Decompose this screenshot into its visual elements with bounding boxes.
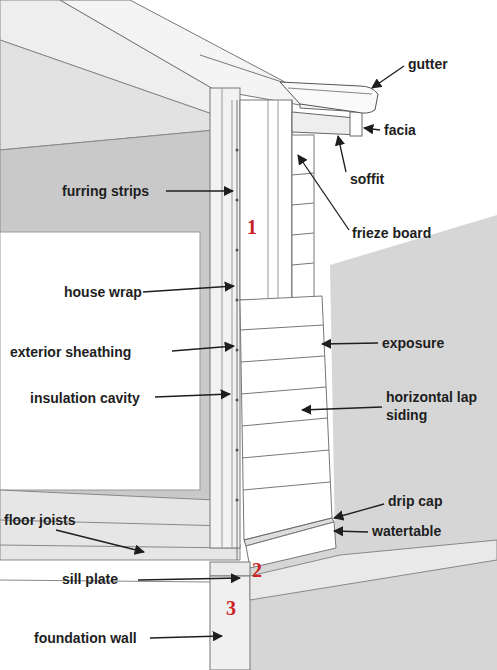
- part-label: furring strips: [62, 182, 149, 200]
- part-label: exterior sheathing: [10, 343, 131, 361]
- part-label: gutter: [408, 55, 448, 73]
- part-label: sill plate: [62, 570, 118, 588]
- part-label: house wrap: [64, 283, 142, 301]
- callout-number: 1: [247, 216, 257, 238]
- part-label: facia: [384, 121, 416, 139]
- part-label: soffit: [350, 170, 384, 188]
- callout-number: 2: [252, 559, 262, 581]
- part-label: floor joists: [4, 511, 76, 529]
- part-label: frieze board: [352, 224, 431, 242]
- part-label: foundation wall: [34, 629, 137, 647]
- part-label: watertable: [372, 522, 441, 540]
- part-label: horizontal lap siding: [386, 388, 482, 424]
- part-label: exposure: [382, 334, 444, 352]
- callout-number: 3: [226, 597, 236, 619]
- part-label: insulation cavity: [30, 389, 140, 407]
- part-label: drip cap: [388, 492, 442, 510]
